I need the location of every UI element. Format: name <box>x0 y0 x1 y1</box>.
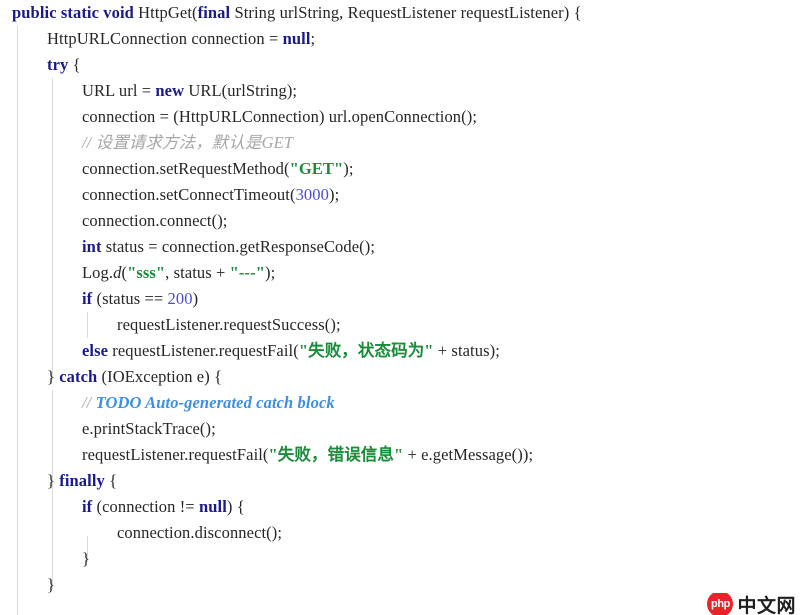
code-block: public static void HttpGet(final String … <box>0 0 800 598</box>
code-line: } catch (IOException e) { <box>0 364 800 390</box>
code-token-ident: connection.setRequestMethod( <box>82 159 290 178</box>
code-token-punc: } <box>47 471 60 490</box>
watermark-label: 中文网 <box>737 595 796 615</box>
code-token-ident: requestListener.requestFail( <box>108 341 299 360</box>
code-token-punc: } <box>47 575 56 594</box>
code-token-mth: d <box>113 263 122 282</box>
code-token-ident: HttpGet( <box>133 3 198 22</box>
code-token-ident: Log. <box>82 263 114 282</box>
code-token-ident: requestListener.requestFail( <box>82 445 269 464</box>
code-line: e.printStackTrace(); <box>0 416 800 442</box>
code-token-str: "GET" <box>289 159 344 178</box>
code-token-kw: public <box>12 3 57 22</box>
code-token-kw: catch <box>59 367 98 386</box>
code-token-kw: else <box>82 341 109 360</box>
code-line: } finally { <box>0 468 800 494</box>
code-token-punc: ( <box>121 263 128 282</box>
code-line: requestListener.requestFail("失败，错误信息" + … <box>0 442 800 468</box>
code-line: else requestListener.requestFail("失败，状态码… <box>0 338 800 364</box>
indent-guide <box>52 390 53 510</box>
code-token-ident: + status); <box>433 341 500 360</box>
code-token-ident: + e.getMessage()); <box>403 445 534 464</box>
code-token-kw: null <box>198 497 227 516</box>
indent-guide <box>52 510 53 589</box>
code-token-ident: e.printStackTrace(); <box>82 419 216 438</box>
code-token-punc: } <box>47 367 60 386</box>
code-token-kw: final <box>197 3 231 22</box>
code-token-ident: HttpURLConnection connection = <box>47 29 283 48</box>
code-token-cmt: // <box>82 393 96 412</box>
code-line: HttpURLConnection connection = null; <box>0 26 800 52</box>
indent-guide <box>52 78 53 380</box>
code-line: connection.setRequestMethod("GET"); <box>0 156 800 182</box>
code-token-ident: connection = (HttpURLConnection) url.ope… <box>82 107 478 126</box>
code-line: if (status == 200) <box>0 286 800 312</box>
code-token-punc: ); <box>328 185 340 204</box>
code-line: try { <box>0 52 800 78</box>
code-token-ident: (status == <box>92 289 168 308</box>
code-line: // TODO Auto-generated catch block <box>0 390 800 416</box>
code-line: int status = connection.getResponseCode(… <box>0 234 800 260</box>
code-token-ident: URL(urlString); <box>184 81 298 100</box>
code-token-punc: ); <box>343 159 354 178</box>
code-token-kw: try <box>47 55 69 74</box>
code-token-ident: (IOException e) { <box>97 367 223 386</box>
code-token-ident: connection.setConnectTimeout( <box>82 185 296 204</box>
code-token-cmt-todo: TODO Auto-generated catch block <box>95 393 335 412</box>
code-token-kw: if <box>82 497 93 516</box>
code-token-punc: { <box>104 471 118 490</box>
php-logo-icon: php <box>707 593 734 615</box>
code-token-ident: , status + <box>165 263 230 282</box>
code-line: if (connection != null) { <box>0 494 800 520</box>
code-token-num: 200 <box>167 289 193 308</box>
code-token-punc: ) { <box>226 497 245 516</box>
code-token-punc: ) <box>192 289 199 308</box>
code-line: Log.d("sss", status + "---"); <box>0 260 800 286</box>
code-token-kw: finally <box>59 471 105 490</box>
code-token-punc: ; <box>310 29 316 48</box>
code-token-kw: int <box>82 237 102 256</box>
indent-guide <box>17 26 18 615</box>
code-token-ident: String urlString, RequestListener reques… <box>230 3 582 22</box>
code-line: connection.setConnectTimeout(3000); <box>0 182 800 208</box>
code-token-kw: static <box>60 3 100 22</box>
code-line: connection.connect(); <box>0 208 800 234</box>
watermark: php 中文网 <box>707 593 796 615</box>
code-line: connection.disconnect(); <box>0 520 800 546</box>
code-token-ident: requestListener.requestSuccess(); <box>117 315 341 334</box>
code-token-kw: void <box>103 3 134 22</box>
code-line: connection = (HttpURLConnection) url.ope… <box>0 104 800 130</box>
code-token-punc: { <box>68 55 81 74</box>
code-token-str: "sss" <box>127 263 166 282</box>
indent-guide <box>87 536 88 562</box>
code-token-kw: null <box>282 29 311 48</box>
code-token-ident: status = connection.getResponseCode(); <box>101 237 376 256</box>
code-token-ident: connection.disconnect(); <box>117 523 283 542</box>
code-line: public static void HttpGet(final String … <box>0 0 800 26</box>
indent-guide <box>87 312 88 338</box>
code-token-punc: ); <box>264 263 276 282</box>
code-token-ident: URL url = <box>82 81 156 100</box>
code-line: // 设置请求方法，默认是GET <box>0 130 800 156</box>
code-token-ident: connection.connect(); <box>82 211 228 230</box>
code-line: } <box>0 572 800 598</box>
code-token-num: 3000 <box>295 185 329 204</box>
code-token-str: "失败，状态码为" <box>298 341 434 360</box>
code-token-punc: } <box>82 549 91 568</box>
code-line: requestListener.requestSuccess(); <box>0 312 800 338</box>
code-token-cmt: // 设置请求方法，默认是GET <box>82 133 294 152</box>
code-token-ident: (connection != <box>92 497 199 516</box>
code-line: } <box>0 546 800 572</box>
code-token-kw: if <box>82 289 93 308</box>
code-token-str: "失败，错误信息" <box>268 445 404 464</box>
code-token-str: "---" <box>229 263 265 282</box>
code-token-kw: new <box>155 81 185 100</box>
code-line: URL url = new URL(urlString); <box>0 78 800 104</box>
